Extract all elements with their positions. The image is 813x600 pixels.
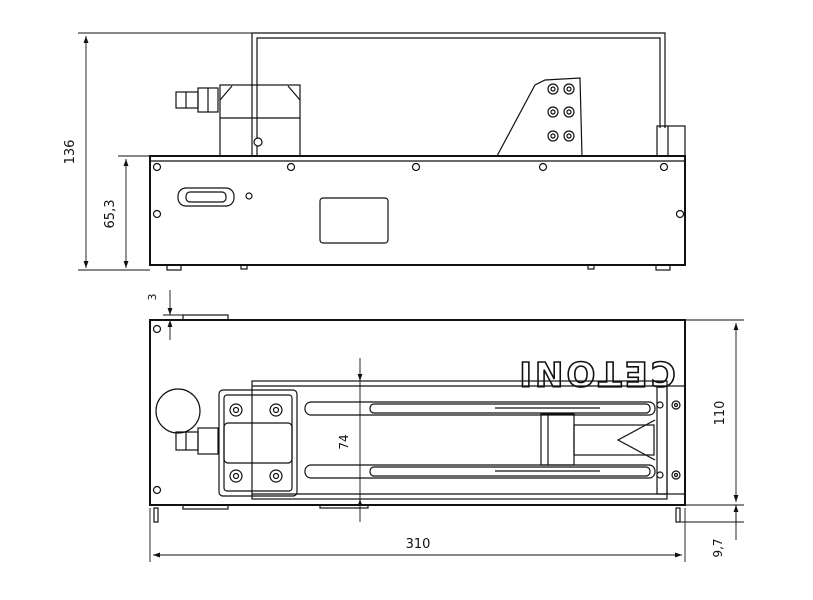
- dim-depth: 110: [685, 319, 744, 506]
- body-feet: [166, 264, 671, 271]
- valve-block-top: [218, 389, 298, 497]
- valve-fitting: [175, 87, 219, 113]
- top-feet: [153, 507, 681, 523]
- logo-cetoni: CETONI: [516, 353, 675, 393]
- syringe-bracket: [495, 77, 583, 157]
- label-body-height: 65,3: [103, 200, 118, 229]
- dim-feet-height: 9,7: [680, 505, 744, 558]
- display-window: [319, 197, 389, 244]
- valve-block: [219, 84, 301, 157]
- pump-body: [149, 155, 686, 266]
- connector: [177, 187, 235, 207]
- end-plate: [656, 385, 686, 495]
- dim-length: 310: [149, 508, 686, 562]
- end-block: [656, 125, 686, 157]
- dim-syringe-width: 74: [337, 358, 363, 522]
- top-view: CETONI: [146, 290, 744, 562]
- dim-body-height: 65,3: [103, 155, 150, 271]
- side-view: 136 65,3: [63, 32, 686, 271]
- dim-overall-height: 136: [63, 32, 252, 271]
- label-depth: 110: [713, 401, 728, 426]
- dim-top-offset: 3: [146, 290, 183, 340]
- carriage-frame: [251, 32, 666, 156]
- bracket-screws: [547, 83, 575, 142]
- label-top-offset: 3: [146, 294, 159, 301]
- plunger-holder: [540, 413, 656, 466]
- label-feet-height: 9,7: [711, 538, 725, 557]
- reservoir: [155, 388, 201, 434]
- syringe-rails: [251, 380, 668, 500]
- top-body-screws: [152, 324, 162, 495]
- label-syringe-width: 74: [337, 434, 351, 449]
- top-fitting: [175, 427, 219, 455]
- body-screws: [152, 162, 685, 219]
- label-overall-height: 136: [63, 140, 78, 165]
- label-length: 310: [406, 537, 431, 552]
